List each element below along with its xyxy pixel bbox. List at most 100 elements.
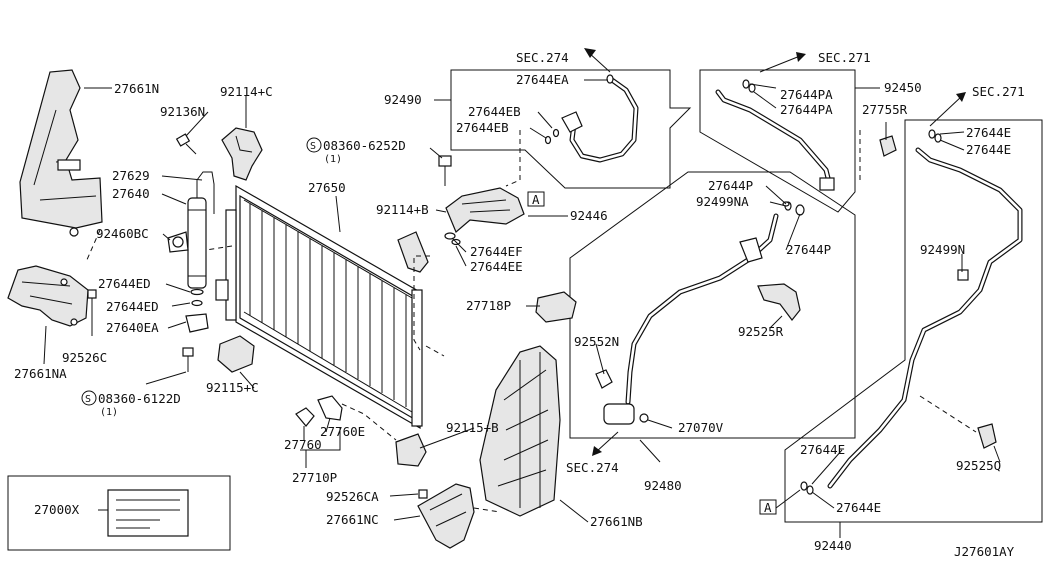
drier-bracket-92460bc: [167, 231, 189, 253]
label-27644p-b: 27644P: [786, 242, 831, 257]
label-92552n: 92552N: [574, 334, 619, 349]
label-27650: 27650: [308, 180, 346, 195]
bracket-92115b: [395, 433, 427, 467]
label-27000x: 27000X: [34, 502, 80, 517]
label-27644p-a: 27644P: [708, 178, 753, 193]
label-08360-6252d-qty: (1): [324, 154, 342, 165]
label-27661nb: 27661NB: [590, 514, 643, 529]
label-92136n: 92136N: [160, 104, 205, 119]
label-27644ed-a: 27644ED: [98, 276, 151, 291]
label-92490: 92490: [384, 92, 422, 107]
sensor-bracket-27760e: [317, 395, 343, 421]
label-box-27000x: [7, 475, 231, 551]
label-27661n: 27661N: [114, 81, 159, 96]
label-27644ea: 27644EA: [516, 72, 569, 87]
sensor-27760: [295, 407, 315, 427]
screw-symbol-6252d: [306, 137, 322, 153]
label-92480: 92480: [644, 478, 682, 493]
label-27644e-d: 27644E: [836, 500, 881, 515]
label-08360-6252d: 08360-6252D: [323, 138, 406, 153]
sec-271-right-arrow: [929, 92, 966, 127]
label-92526c: 92526C: [62, 350, 107, 365]
label-27710p: 27710P: [292, 470, 337, 485]
label-92450: 92450: [884, 80, 922, 95]
label-27718p: 27718P: [466, 298, 511, 313]
sensor-27718p: [535, 291, 577, 323]
label-92525q: 92525Q: [956, 458, 1001, 473]
label-sec274-bottom: SEC.274: [566, 460, 619, 475]
label-92526ca: 92526CA: [326, 489, 379, 504]
o-ring-27644ed-a: [190, 288, 204, 296]
label-27760: 27760: [284, 437, 322, 452]
receiver-drier-27640: [187, 171, 215, 289]
pipe-92490-group-box: [450, 69, 692, 189]
label-27644pa-a: 27644PA: [780, 87, 833, 102]
pipe-92480-group-box: [569, 171, 856, 439]
pipe-92490: [544, 74, 639, 163]
caution-label-27000x: [107, 489, 189, 537]
label-27644ef: 27644EF: [470, 244, 523, 259]
o-ring-27644ed-b: [191, 299, 203, 307]
label-27661na: 27661NA: [14, 366, 67, 381]
label-sec274-top: SEC.274: [516, 50, 569, 65]
bracket-27661na: [7, 265, 89, 327]
label-27661nc: 27661NC: [326, 512, 379, 527]
svg-text:S: S: [310, 141, 316, 152]
label-92499n: 92499N: [920, 242, 965, 257]
label-27644eb-a: 27644EB: [468, 104, 521, 119]
bolt-92526c: [87, 289, 97, 308]
dashed-leaders: [85, 130, 977, 513]
ref-box-a-1: [527, 191, 545, 207]
pipe-92440-group-box: [784, 119, 1043, 523]
label-92446: 92446: [570, 208, 608, 223]
svg-text:S: S: [85, 394, 91, 405]
bracket-92446: [445, 187, 525, 233]
label-sec271-mid: SEC.271: [818, 50, 871, 65]
bolt-08360-6252d: [438, 155, 452, 186]
label-27629: 27629: [112, 168, 150, 183]
label-92525r: 92525R: [738, 324, 784, 339]
pipe-92450: [715, 79, 835, 191]
label-08360-6122d-qty: (1): [100, 407, 118, 418]
label-92499na: 92499NA: [696, 194, 749, 209]
label-27644pa-b: 27644PA: [780, 102, 833, 117]
label-92114b: 92114+B: [376, 202, 429, 217]
label-92114c: 92114+C: [220, 84, 273, 99]
label-27644ed-b: 27644ED: [106, 299, 159, 314]
pipe-92450-group-box: [699, 69, 856, 213]
label-27644eb-b: 27644EB: [456, 120, 509, 135]
bolt-08360-6122d: [182, 347, 194, 372]
label-92460bc: 92460BC: [96, 226, 149, 241]
sec-274-top-arrow: [584, 48, 611, 73]
label-sec271-right: SEC.271: [972, 84, 1025, 99]
air-guide-27661n: [19, 69, 103, 229]
label-ref-a-1: A: [532, 192, 540, 207]
bracket-92114b: [397, 231, 429, 273]
drier-clamp-27640ea: [185, 313, 209, 333]
pipe-92480: [595, 201, 805, 425]
label-08360-6122d: 08360-6122D: [98, 391, 181, 406]
pipe-92440: [800, 129, 1023, 495]
leader-lines: [43, 79, 1001, 538]
diagram-id: J27601AY: [954, 544, 1015, 559]
label-27760e: 27760E: [320, 424, 365, 439]
part-labels: 27661N 92136N 92114+C 27629 27640 92460B…: [14, 50, 1025, 559]
bracket-92115c: [217, 335, 255, 373]
condenser-27650: [215, 184, 423, 430]
label-27070v: 27070V: [678, 420, 724, 435]
clamp-92525r: [757, 283, 801, 321]
bracket-92114c: [221, 127, 263, 181]
clip-27755r: [879, 135, 897, 157]
label-27644ee: 27644EE: [470, 259, 523, 274]
label-27640ea: 27640EA: [106, 320, 159, 335]
bolt-92136n: [175, 133, 197, 155]
label-92115b: 92115+B: [446, 420, 499, 435]
bolt-92526ca: [418, 489, 428, 499]
bracket-27661nc: [417, 483, 475, 549]
sec-274-bottom-arrow: [592, 431, 619, 456]
label-27644e-c: 27644E: [800, 442, 845, 457]
ref-box-a-2: [759, 499, 777, 515]
clamp-92525q: [977, 423, 997, 449]
label-92115c: 92115+C: [206, 380, 259, 395]
